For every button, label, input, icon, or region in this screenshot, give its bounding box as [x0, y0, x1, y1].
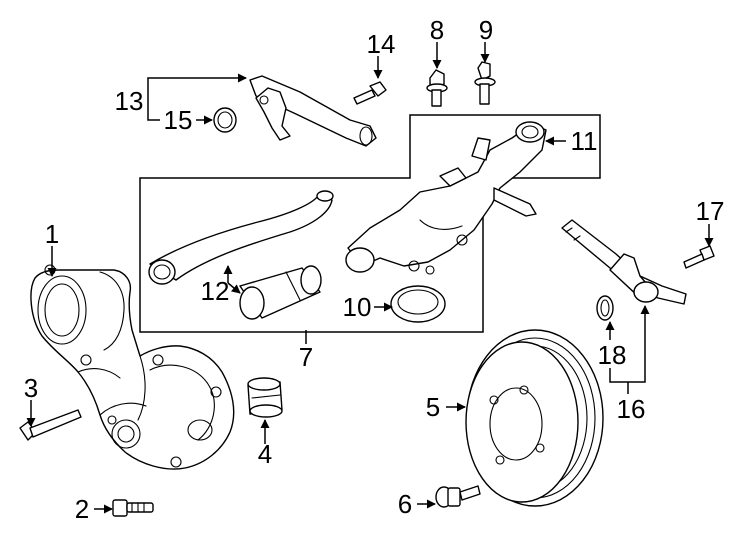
o-ring-18: [596, 295, 614, 321]
thermostat-housing-11: [345, 121, 547, 275]
water-pump-housing: [30, 264, 235, 470]
bolt-8: [426, 69, 448, 107]
callout-9: 9: [479, 15, 493, 45]
callout-14: 14: [367, 29, 396, 59]
group-7-outline: [139, 114, 601, 333]
callout-7: 7: [299, 342, 313, 372]
callout-labels: 1 2 3 4 5 6 7 8 9 10 11 12 13 14 15 16 1…: [24, 15, 725, 524]
callout-4: 4: [258, 439, 272, 469]
pulley-5: [465, 329, 604, 507]
callout-18: 18: [598, 340, 627, 370]
callout-2: 2: [75, 494, 89, 524]
callout-1: 1: [45, 219, 59, 249]
o-ring-15: [213, 107, 237, 133]
bolt-3: [19, 409, 82, 441]
callout-8: 8: [430, 15, 444, 45]
bolt-9: [474, 61, 496, 105]
tube-16: [561, 219, 687, 305]
bolt-2: [112, 499, 154, 517]
callout-3: 3: [24, 373, 38, 403]
callout-11: 11: [571, 126, 598, 156]
bolt-6: [435, 485, 481, 508]
ring-10: [390, 285, 446, 323]
bolt-17: [683, 245, 715, 269]
callout-5: 5: [426, 392, 440, 422]
callout-12: 12: [201, 276, 230, 306]
bolt-14: [353, 81, 387, 105]
tube-13: [249, 75, 377, 147]
hose-12: [148, 190, 334, 320]
callout-13: 13: [115, 86, 144, 116]
seal-4: [247, 377, 283, 418]
callout-6: 6: [398, 489, 412, 519]
leader-lines: [26, 42, 714, 514]
callout-10: 10: [343, 292, 372, 322]
callout-16: 16: [617, 394, 646, 424]
callout-15: 15: [164, 105, 193, 135]
callout-17: 17: [696, 196, 725, 226]
